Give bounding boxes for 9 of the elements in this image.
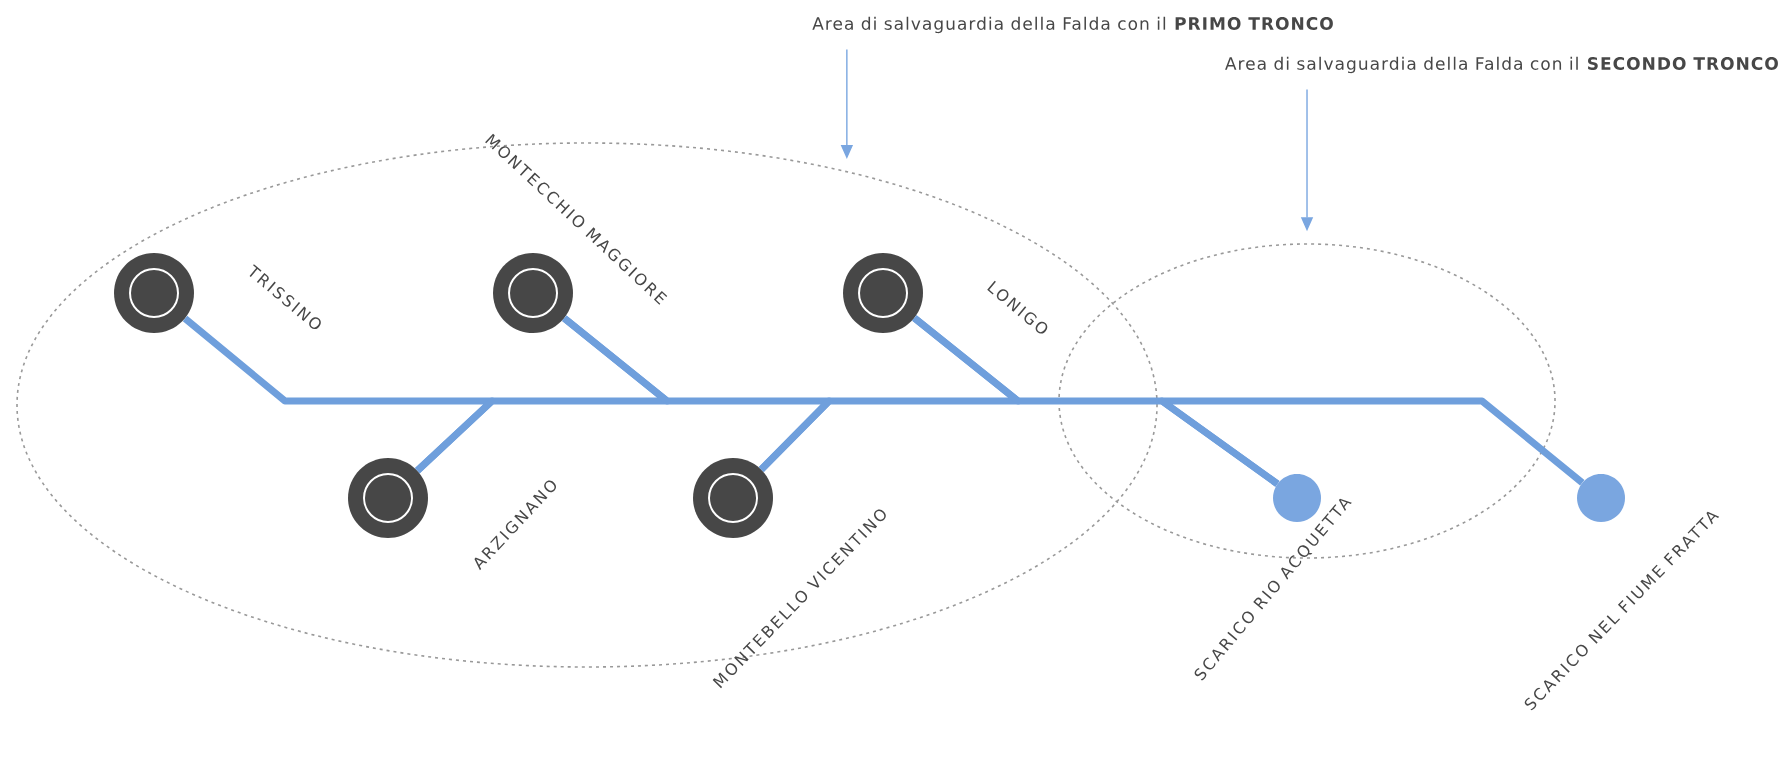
annotation-text: Area di salvaguardia della Falda con il PRIMO TRONCO <box>812 16 1333 34</box>
station-circle <box>493 253 573 333</box>
station-circle <box>114 253 194 333</box>
annotation-text: Area di salvaguardia della Falda con il SECONDO TRONCO <box>1225 56 1778 74</box>
pipeline <box>1158 397 1585 487</box>
outlet-dot <box>1577 474 1625 522</box>
station-circle <box>693 458 773 538</box>
station-circle <box>843 253 923 333</box>
station-circle <box>348 458 428 538</box>
